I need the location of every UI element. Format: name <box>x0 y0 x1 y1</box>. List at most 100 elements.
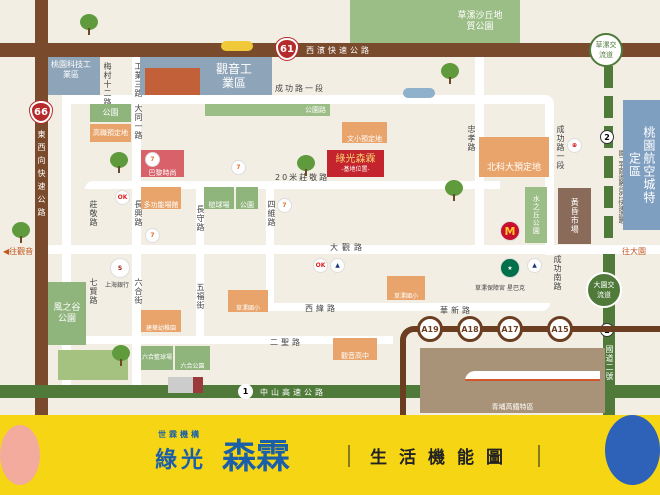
divider <box>538 445 540 467</box>
national-highway-2-label: 國道二號 <box>605 345 614 381</box>
huaxin-road-label: 華新路 <box>440 306 473 315</box>
liuhe-street-label: 六合街 <box>134 278 143 305</box>
tree-icon <box>297 155 315 176</box>
shuizhiqiu-park-block: 水之丘公園 <box>525 187 547 243</box>
zhuangjing-road-label: 莊敬路 <box>89 200 98 227</box>
changshou-road <box>196 185 204 340</box>
left-curve-road <box>62 95 71 385</box>
bottom-banner: 世霖機構 綠光 森霖 生活機能圖 <box>0 415 660 495</box>
chenggong-road-vertical <box>545 95 554 255</box>
mrt-station: A19 <box>417 316 443 342</box>
elementary-site-block: 文小預定地 <box>342 122 387 143</box>
ntut-site-block: 北科大預定地 <box>479 137 549 177</box>
caota-elementary-block: 草漯國小 <box>228 290 268 312</box>
west-coast-expressway-label: 西濱快速公路 <box>306 46 372 55</box>
aerotropolis-block: 桃園航空城特定區 <box>623 100 660 230</box>
wufu-street-label: 五福街 <box>196 283 205 310</box>
balloon-icon <box>0 425 40 485</box>
liuhe-park-block: 六合公園 <box>175 346 210 370</box>
chenggong-south-label: 成功南路 <box>553 255 562 291</box>
gateball-block: 槌球場 <box>204 187 234 209</box>
jianhua-kindergarten-block: 建華幼稚園 <box>141 310 181 332</box>
aerotropolis-label: 桃園航空城特定區 <box>627 126 656 204</box>
guanyin-industrial-label: 觀音工業區 <box>215 61 252 90</box>
liuhe-basketball-block: 六合籃球場 <box>141 346 173 370</box>
datong-road-label: 大同一路 <box>134 104 143 140</box>
seven-eleven-icon: 7 <box>277 198 292 213</box>
changxing-road-label: 長興路 <box>134 200 143 227</box>
mrt-station: A17 <box>497 316 523 342</box>
route-61-icon: 61 <box>276 38 298 60</box>
seven-eleven-icon: 7 <box>145 228 160 243</box>
factory-icon <box>145 68 200 95</box>
divider <box>348 445 350 467</box>
huaxin-road <box>260 303 550 311</box>
park-road-strip: 公園路 <box>205 104 330 116</box>
tree-icon <box>80 14 98 35</box>
fengzhigu-park-block: 風之谷公園 <box>48 282 86 345</box>
ersheng-road <box>48 336 393 344</box>
developer-name: 世霖機構 <box>158 430 202 439</box>
national-highway-2 <box>604 66 613 246</box>
market-block: 黃昏市場 <box>558 188 591 244</box>
qizhi-road-label: 七賢路 <box>89 278 98 305</box>
carrefour-icon: ▲ <box>330 258 345 273</box>
mrt-station: A15 <box>547 316 573 342</box>
site-brand: 綠光森霖 <box>335 153 376 165</box>
sixian-road-label: 四維路 <box>267 200 276 227</box>
xiwei-road-label: 西緯路 <box>305 304 338 313</box>
mrt-station: A18 <box>457 316 483 342</box>
taxi-icon <box>221 41 253 51</box>
chenggong-road <box>62 95 552 104</box>
dune-park-block: 草漯沙丘地質公園 <box>350 0 520 43</box>
park2-block: 公園 <box>236 187 258 209</box>
site-sub: -基地位置- <box>341 165 370 173</box>
tree-icon <box>445 180 463 201</box>
tech-park-label: 桃園科技工業區 <box>51 60 91 79</box>
dune-park-label: 草漯沙丘地質公園 <box>457 10 503 32</box>
east-west-expressway-label: 東西向快速公路 <box>37 130 46 221</box>
ersheng-road-label: 二聖路 <box>270 338 303 347</box>
ok-mart-icon: OK <box>313 258 328 273</box>
starbucks-label: 星巴克 <box>507 285 526 292</box>
seven-eleven-icon: 7 <box>231 160 246 175</box>
car-icon <box>403 88 435 98</box>
fuxing-12-label: 梅村十二路 <box>103 62 112 107</box>
zhongxiao-road-label: 忠孝路 <box>467 125 476 152</box>
sports-hall-block: 多功能場館 <box>141 187 181 209</box>
guanyin-high-block: 觀音高中 <box>333 338 377 360</box>
changshou-road-label: 長守路 <box>196 205 205 232</box>
site-location[interactable]: 綠光森霖 -基地位置- <box>327 150 384 177</box>
datong-road <box>132 57 141 387</box>
sixian-road <box>266 185 274 305</box>
tree-icon <box>12 222 30 243</box>
mrt-line <box>400 326 660 426</box>
to-dayuan-label: 往大園 <box>622 247 646 256</box>
starbucks-icon: ★ <box>500 258 520 278</box>
route-1-icon: 1 <box>238 384 253 399</box>
post-office-icon: ⊕ <box>567 138 582 153</box>
chenggong-road-v-label: 成功路一段 <box>556 125 565 170</box>
truck-icon <box>168 377 203 393</box>
ok-mart-icon: OK <box>115 190 130 205</box>
zhuangjing-20m-road <box>85 181 500 189</box>
mcdonalds-icon: M <box>500 221 520 241</box>
dayuan-interchange: 大園交流道 <box>586 272 622 308</box>
tree-icon <box>112 345 130 366</box>
seven-eleven-icon: 7 <box>145 152 160 167</box>
tree-icon <box>441 63 459 84</box>
brand-prefix: 綠光 <box>155 448 208 473</box>
hsr-zone-label: 青埔高鐵特區 <box>491 402 534 411</box>
brand-name: 森霖 <box>222 437 290 477</box>
daguan-road-label: 大觀路 <box>330 243 366 252</box>
ring-road-label: 國二平面道路台61快速道路 <box>617 150 624 224</box>
bank-icon: S <box>110 258 130 278</box>
caota-elementary-2-block: 草漯國小 <box>387 276 425 300</box>
zhongshan-highway-label: 中山高速公路 <box>260 388 326 397</box>
shuizhiqiu-park-label: 水之丘公園 <box>532 195 541 235</box>
route-2-icon: 2 <box>600 130 614 144</box>
hsr-train-icon <box>465 371 600 381</box>
gongye-3rd-label: 工業三路 <box>134 62 143 98</box>
to-guanyin-label: ◀往觀音 <box>3 247 34 256</box>
caota-interchange: 草漯交流道 <box>589 33 623 67</box>
